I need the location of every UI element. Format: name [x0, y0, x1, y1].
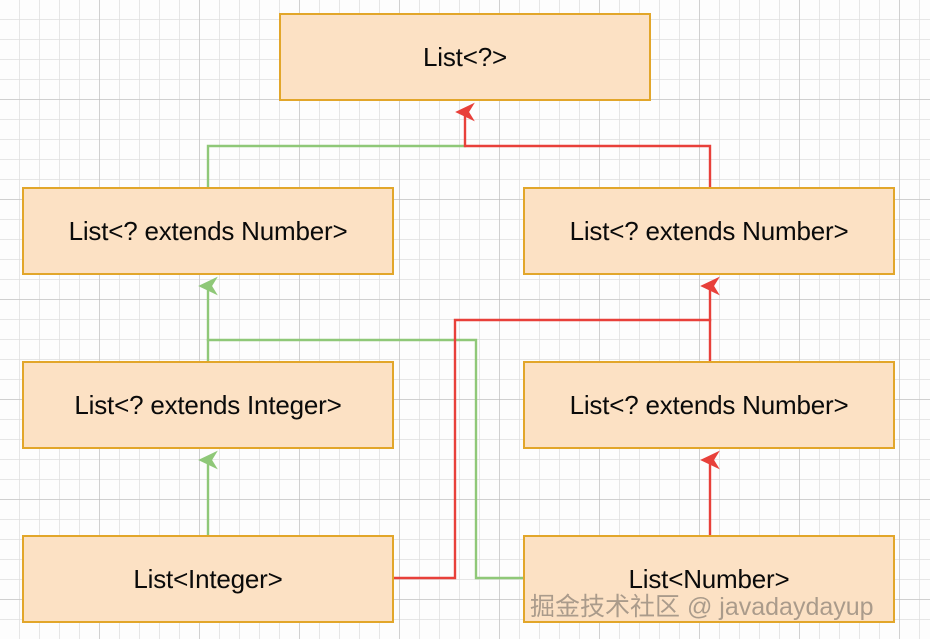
node-list-extends-number-right[interactable]: List<? extends Number> — [523, 187, 895, 275]
edge-red-integer-to-extends-number-right — [392, 318, 712, 580]
node-label: List<?> — [423, 42, 507, 72]
node-list-wildcard[interactable]: List<?> — [279, 13, 651, 101]
node-label: List<? extends Number> — [68, 216, 348, 246]
node-label: List<Number> — [628, 564, 790, 594]
node-label: List<? extends Number> — [569, 216, 849, 246]
node-label: List<Integer> — [133, 564, 283, 594]
node-list-extends-number-left[interactable]: List<? extends Number> — [22, 187, 394, 275]
edge-green-number-to-extends-number-left — [206, 338, 525, 580]
node-list-extends-integer[interactable]: List<? extends Integer> — [22, 361, 394, 449]
node-list-number[interactable]: List<Number> — [523, 535, 895, 623]
edge-red-to-wildcard — [455, 102, 712, 189]
node-list-extends-number-right-lower[interactable]: List<? extends Number> — [523, 361, 895, 449]
node-label: List<? extends Number> — [569, 390, 849, 420]
edge-green-to-wildcard — [206, 144, 467, 189]
node-label: List<? extends Integer> — [74, 390, 342, 420]
node-list-integer[interactable]: List<Integer> — [22, 535, 394, 623]
